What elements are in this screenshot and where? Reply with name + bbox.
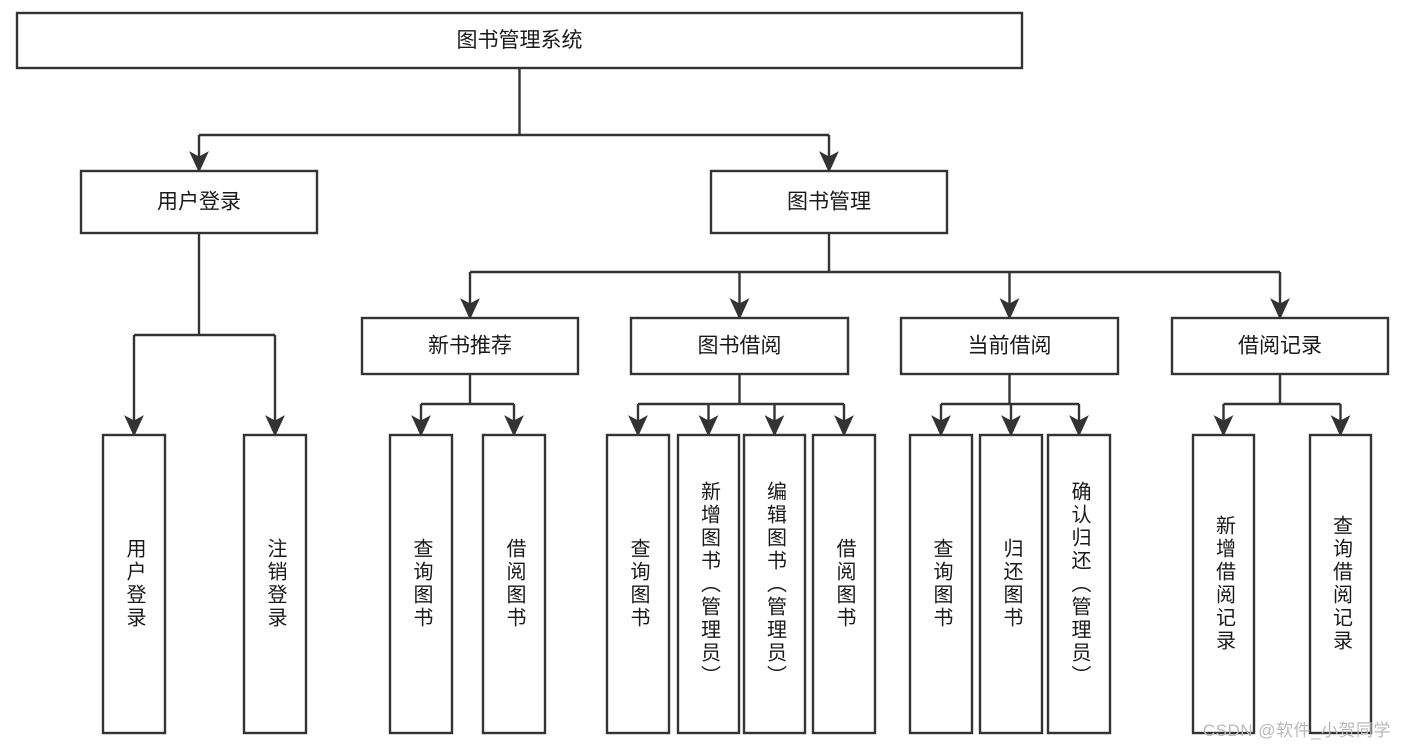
node-leaf-leaf-cb-confirm-return[interactable]: [1046, 433, 1112, 735]
node-leaf-leaf-user-logout[interactable]: [242, 433, 308, 735]
node-l3-label-book-borrow: 图书借阅: [698, 335, 782, 358]
node-leaf-leaf-bb-edit-book[interactable]: [742, 433, 807, 735]
node-leaf-leaf-bb-add-book[interactable]: [676, 433, 741, 735]
node-l3-label-new-book-recommend: 新书推荐: [428, 335, 512, 358]
node-leaf-leaf-br-query-record[interactable]: [1308, 433, 1373, 735]
node-leaf-leaf-user-login[interactable]: [101, 433, 167, 735]
node-leaf-leaf-rec-borrow-book[interactable]: [481, 433, 547, 735]
node-leaf-leaf-bb-query-book[interactable]: [605, 433, 671, 735]
node-l2-label-user-login: 用户登录: [157, 191, 241, 214]
node-l3-current-borrow[interactable]: [899, 316, 1120, 376]
node-leaf-leaf-rec-query-book[interactable]: [388, 433, 454, 735]
node-l3-borrow-record[interactable]: [1170, 316, 1390, 376]
node-leaf-leaf-bb-borrow-book[interactable]: [811, 433, 877, 735]
node-root-root[interactable]: [15, 11, 1024, 70]
node-l3-new-book-recommend[interactable]: [360, 316, 580, 376]
node-l3-book-borrow[interactable]: [629, 316, 850, 376]
node-l3-label-borrow-record: 借阅记录: [1238, 335, 1322, 358]
node-l2-label-book-manage: 图书管理: [787, 191, 871, 214]
connector-layer: [124, 68, 1351, 437]
node-l2-book-manage[interactable]: [709, 169, 949, 235]
node-box-layer: [15, 11, 1390, 735]
node-leaf-leaf-br-add-record[interactable]: [1191, 433, 1256, 735]
node-l3-label-current-borrow: 当前借阅: [968, 335, 1052, 358]
csdn-watermark: CSDN @软件_小贺同学: [1202, 721, 1391, 740]
node-leaf-leaf-cb-return-book[interactable]: [978, 433, 1044, 735]
node-leaf-leaf-cb-query-book[interactable]: [908, 433, 974, 735]
node-l2-user-login[interactable]: [79, 169, 319, 235]
node-root-label: 图书管理系统: [457, 29, 583, 52]
